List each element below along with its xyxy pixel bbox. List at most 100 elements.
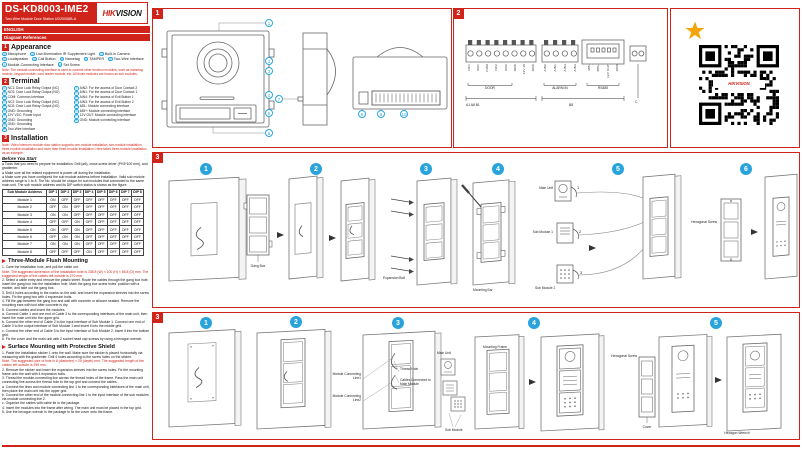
section-2-badge: 2 — [2, 78, 9, 86]
dip-cell: ON — [58, 203, 72, 212]
section-installation-heading: 3 Installation — [2, 134, 150, 142]
table-row: Module 7 ON ON ON OFF OFF OFF OFF OFF — [1, 240, 145, 249]
dip-cell: OFF — [118, 217, 132, 227]
pin-label: GND — [512, 64, 517, 72]
bullet-item: ● Make sure all the related equipment is… — [2, 170, 112, 175]
circled-number: ⑤ — [2, 104, 7, 110]
item-label: COM: Common Interface — [7, 94, 45, 99]
item-label: AIN1: For the access of Door Contact 1 — [79, 90, 138, 95]
section-3-badge: 3 — [2, 134, 9, 142]
pin-label: GND — [615, 64, 620, 72]
callout-7: 7 — [275, 95, 283, 103]
item-label: AIN3: For the access of Exit Button 2 — [79, 99, 134, 104]
item-label: Call Button — [37, 57, 56, 62]
language-bar: ENGLISH — [2, 25, 150, 33]
module-name-cell: Module 3 — [1, 210, 48, 220]
circled-number: ⑦ — [2, 113, 7, 119]
callout-6: 6 — [265, 129, 273, 137]
step-circle-3: 3 — [420, 163, 432, 175]
pin-label: AIN1 — [553, 64, 557, 72]
diagram-references-bar: Diagram References — [2, 34, 150, 41]
table-row: Module 2 OFF ON OFF OFF OFF OFF OFF OFF — [1, 203, 145, 212]
item-label: 485-: Module connecting interface — [79, 104, 130, 109]
dip-cell: OFF — [46, 203, 60, 212]
pin-label: GND — [531, 64, 536, 72]
step-text: 6. Fix the cover and the main unit with … — [2, 337, 143, 342]
dip-cell: OFF — [94, 203, 108, 212]
dip-cell: OFF — [118, 232, 132, 242]
installation-title: Installation — [11, 134, 48, 142]
title-block: DS-KD8003-IME2 Two-Wire Module Door Stat… — [2, 2, 96, 24]
pin-label: COM — [485, 64, 490, 72]
step-text: 5. Use the hexagon wrench in the package… — [2, 409, 114, 414]
cable-number-1: 1 — [577, 186, 580, 190]
hexagonal-screw-label: Hexagonal Screw — [691, 220, 717, 224]
before-you-start: Before You Start — [2, 156, 37, 162]
item-label: Microphone — [7, 51, 27, 56]
dip-cell: OFF — [118, 247, 132, 256]
pin-label: AIN3 — [573, 64, 577, 72]
sub-module-2-label: Sub Module 2 — [535, 286, 556, 290]
mounting-frame-label: Mounting Frame — [483, 345, 508, 349]
dip-cell: OFF — [58, 225, 72, 234]
dip-cell: OFF — [94, 225, 108, 234]
step-circle-4: 4 — [492, 163, 504, 175]
dip-cell: ON — [70, 240, 84, 249]
cable-number-2: 2 — [579, 230, 582, 234]
pin-label: NC2 — [494, 64, 499, 71]
step-text: 4. Insert the modules into the frame aft… — [2, 405, 142, 410]
surface-mounting-diagram-panel: 3 1 2 3 4 5 — [152, 312, 800, 440]
step-text: Note: The suggested dimension of the ins… — [2, 269, 149, 278]
circled-number: ⑧ — [2, 118, 7, 124]
dip-cell: ON — [46, 240, 60, 249]
dip-cell: OFF — [70, 195, 84, 205]
bullet-item: ● Make sure you have configured the sub … — [2, 174, 145, 188]
dip-cell: OFF — [130, 195, 145, 205]
terminal-diagram-panel: 2 — [453, 8, 668, 148]
dip-cell: OFF — [70, 247, 84, 256]
panel-2-badge: 2 — [453, 8, 464, 19]
callout-3: 3 — [265, 67, 273, 75]
door-station-views-drawing — [161, 22, 448, 134]
item-label: Two-Wire Interface — [113, 57, 144, 62]
dip-cell: ON — [58, 210, 72, 220]
pin-label: NO2 — [503, 64, 508, 71]
flush-mounting-heading: Three-Module Flush Mounting — [2, 258, 150, 264]
module-name-cell: Module 1 — [1, 195, 48, 205]
item-label: Module-Connecting Interface — [7, 62, 54, 67]
table-row: Module 3 ON ON OFF OFF OFF OFF OFF OFF — [1, 210, 145, 220]
qr-center-logo: HIKVISION — [713, 79, 765, 88]
item-label: 485+: Module connecting interface — [79, 108, 131, 113]
module-name-cell: Module 6 — [1, 232, 48, 242]
surface-mounting-drawing — [168, 329, 782, 432]
module-connecting-line1-label: Module Connecting Line1 — [332, 372, 361, 380]
flush-mounting-steps: 1. Cave the installation hole, and pull … — [2, 265, 150, 341]
rs485-bracket-label: RS485 — [597, 86, 609, 90]
module-name-cell: Module 5 — [1, 225, 48, 234]
installation-note: Note: Video intercom module door station… — [2, 142, 147, 155]
dip-cell: OFF — [94, 240, 108, 249]
item-label: NO2: Door Lock Relay Output (NO) — [7, 104, 60, 109]
circled-number: ① — [2, 51, 7, 57]
dip-cell: OFF — [82, 232, 96, 242]
dip-cell: OFF — [106, 210, 120, 220]
circled-number: ① — [2, 86, 7, 91]
dip-cell: OFF — [130, 232, 145, 242]
